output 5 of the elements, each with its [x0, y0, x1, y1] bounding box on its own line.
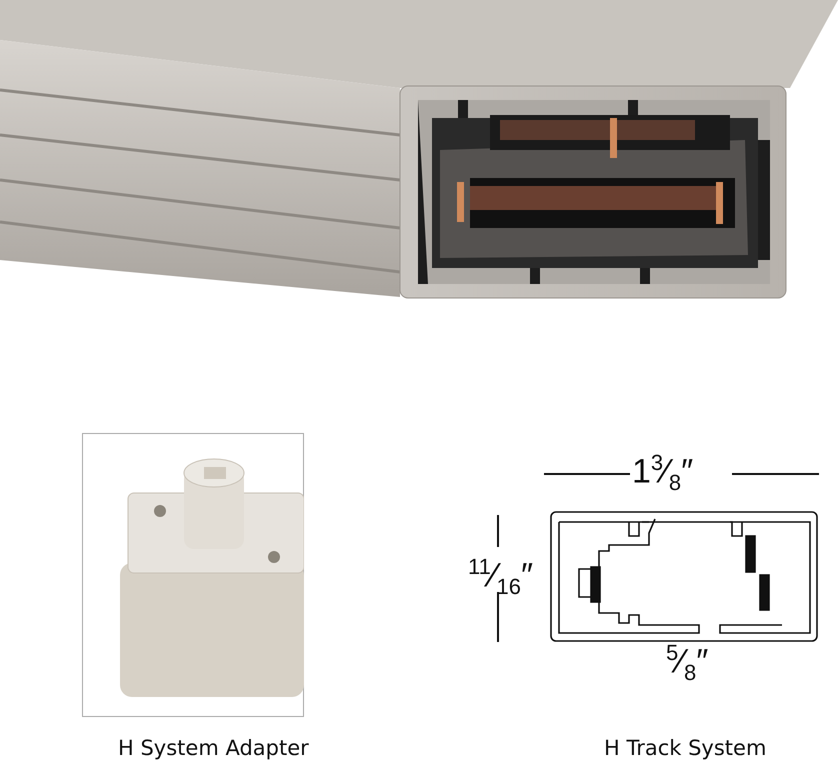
dimension-label: 1$^{3}$⁄$_{8}$″ [632, 452, 694, 494]
caption: H Track System [604, 736, 766, 760]
caption: H System Adapter [118, 736, 309, 760]
dimension-label: $^{11}$⁄$_{16}$″ [468, 556, 534, 598]
dimension-label: $^{5}$⁄$_{8}$″ [666, 642, 708, 684]
